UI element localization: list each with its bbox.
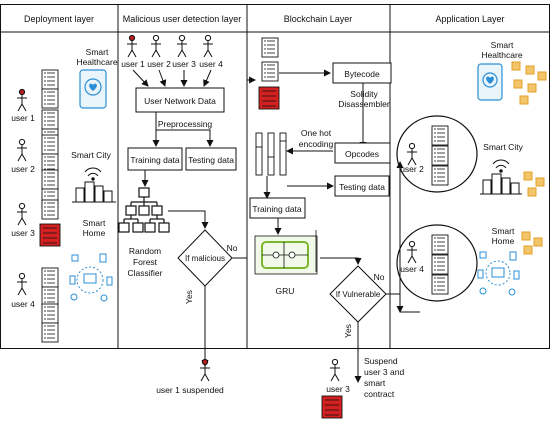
app-home-label-1: Smart <box>492 226 515 236</box>
deployment-user-2-label: user 2 <box>11 164 35 174</box>
detection-training-box <box>127 147 183 171</box>
app-user2-label: user 2 <box>400 164 424 174</box>
header-deployment: Deployment layer <box>24 14 94 24</box>
app-healthcare-phone-icon <box>477 63 503 101</box>
home-devices-icon <box>69 253 113 302</box>
malicious-no-label: No <box>227 243 238 253</box>
rf-label-2: Forest <box>133 257 158 267</box>
user2-group-ellipse <box>396 115 478 193</box>
opcodes-box <box>334 142 391 164</box>
malicious-decision <box>177 229 233 287</box>
app-healthcare-label-1: Smart <box>491 40 514 50</box>
preprocessing-label: Preprocessing <box>158 119 213 129</box>
one-hot-vectors-icon <box>255 132 287 176</box>
detection-testing-label: Testing data <box>188 155 234 165</box>
random-forest-icon <box>118 187 170 233</box>
app-home-label-2: Home <box>492 236 515 246</box>
deployment-user-2: user 2 <box>11 135 58 208</box>
malicious-decision-label: If malicious <box>185 254 225 263</box>
user-network-data-box <box>135 87 225 113</box>
app-user4-docs <box>431 234 449 295</box>
vulnerable-decision <box>329 265 387 323</box>
blockchain-testing-label: Testing data <box>339 182 385 192</box>
blockchain-training-box <box>249 197 306 219</box>
malicious-yes-label: Yes <box>184 290 194 304</box>
deployment-user-1-label: user 1 <box>11 113 35 123</box>
app-user4-label: user 4 <box>400 264 424 274</box>
suspended-user-label: user 1 suspended <box>156 385 224 395</box>
deployment-user-3: user 3 <box>11 199 61 247</box>
app-city-blocks-icon <box>523 171 545 197</box>
header-detection: Malicious user detection layer <box>123 14 242 24</box>
healthcare-phone-icon <box>79 69 107 109</box>
deployment-user-4-label: user 4 <box>11 299 35 309</box>
detection-flow-arrows <box>168 76 256 367</box>
deployment-user-4: user 4 <box>11 268 58 342</box>
app-city-label: Smart City <box>483 142 523 152</box>
suspended-user3-label: user 3 <box>326 384 350 394</box>
detection-user-2-label: user 2 <box>147 59 171 69</box>
disassembler-label-1: Solidity <box>350 89 378 99</box>
suspend-label-2: user 3 and <box>364 367 404 377</box>
app-city-buildings-icon <box>480 173 522 195</box>
blockchain-arrows <box>263 69 420 383</box>
detection-training-label: Training data <box>130 155 180 165</box>
deployment-user-3-label: user 3 <box>11 228 35 238</box>
preprocessing-arrows <box>152 112 214 147</box>
detection-user-1-label: user 1 <box>121 59 145 69</box>
bytecode-box <box>332 62 392 84</box>
deployment-home-label-2: Home <box>83 228 106 238</box>
header-blockchain: Blockchain Layer <box>284 14 353 24</box>
deployment-city-label: Smart City <box>71 150 111 160</box>
gru-icon <box>254 230 318 275</box>
rf-label-1: Random <box>129 246 161 256</box>
detection-users <box>126 34 214 58</box>
detection-user-4-label: user 4 <box>199 59 223 69</box>
disassembler-label-2: Disassembler <box>338 99 390 109</box>
app-user2-docs <box>431 125 449 186</box>
deployment-healthcare-label-1: Smart <box>86 47 109 57</box>
opcodes-label: Opcodes <box>345 149 379 159</box>
deployment-home-label-1: Smart <box>83 218 106 228</box>
app-healthcare-blocks-icon <box>511 61 547 105</box>
deployment-healthcare-label-2: Healthcare <box>76 57 117 67</box>
vulnerable-yes-label: Yes <box>343 324 353 338</box>
user-network-data-label: User Network Data <box>144 96 216 106</box>
deployment-user-1: user 1 <box>11 70 58 148</box>
blockchain-training-label: Training data <box>252 204 302 214</box>
rf-label-3: Classifier <box>128 268 163 278</box>
detection-testing-box <box>185 147 237 171</box>
suspend-label-3: smart <box>364 378 386 388</box>
bytecode-label: Bytecode <box>344 69 380 79</box>
app-home-blocks-icon <box>521 231 543 255</box>
user4-group-ellipse <box>396 224 478 302</box>
suspend-label-4: contract <box>364 389 395 399</box>
city-buildings-icon <box>72 181 116 203</box>
app-home-devices-icon <box>477 251 520 296</box>
vulnerable-no-label: No <box>374 272 385 282</box>
encoding-label-2: encoding <box>299 139 334 149</box>
app-city-wifi-icon <box>492 159 510 173</box>
detection-user-3-label: user 3 <box>172 59 196 69</box>
header-application: Application Layer <box>435 14 504 24</box>
encoding-label-1: One hot <box>301 128 332 138</box>
contract-stack-icon <box>258 37 280 110</box>
app-healthcare-label-2: Healthcare <box>481 50 522 60</box>
gru-label: GRU <box>276 286 295 296</box>
detection-user-arrows <box>132 69 212 87</box>
suspend-label-1: Suspend <box>364 356 398 366</box>
vulnerable-decision-label: If Vulnerable <box>336 290 381 299</box>
city-wifi-icon <box>84 167 102 181</box>
blockchain-testing-box <box>334 175 390 197</box>
